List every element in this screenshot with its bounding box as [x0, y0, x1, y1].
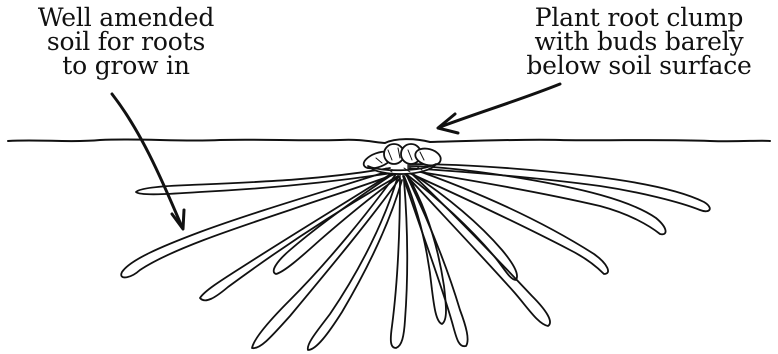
root: [408, 166, 666, 234]
soil-arrow: [112, 94, 184, 229]
clump-arrow: [438, 84, 560, 133]
soil-surface-line: [8, 139, 770, 143]
root: [252, 174, 400, 348]
roots: [121, 164, 710, 350]
root: [136, 168, 392, 194]
root: [391, 178, 407, 348]
